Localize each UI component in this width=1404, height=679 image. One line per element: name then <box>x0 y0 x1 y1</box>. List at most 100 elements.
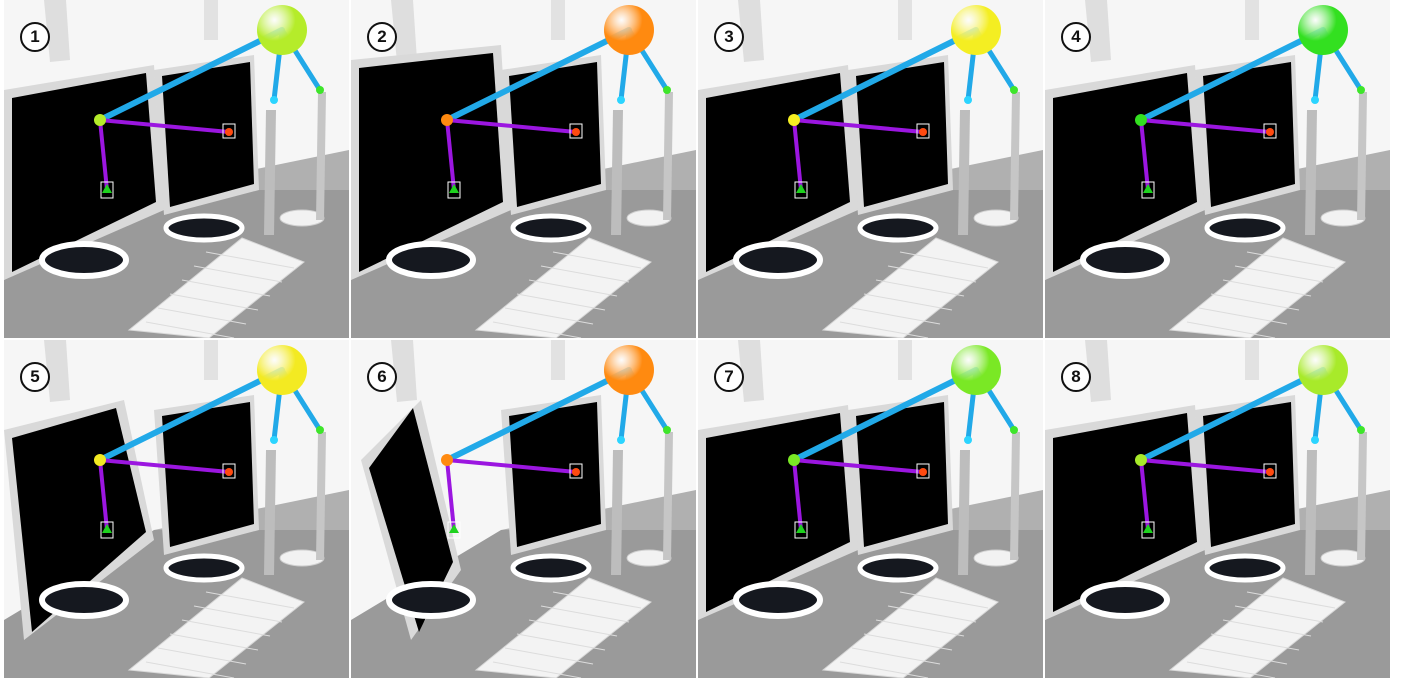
scene-render <box>351 340 696 678</box>
keyboard-key-row <box>1246 591 1336 609</box>
gaze-point <box>1135 114 1147 126</box>
secondary-monitor-screen <box>856 62 948 207</box>
offset-ray <box>1140 118 1271 134</box>
keyboard-key-row <box>875 279 965 297</box>
keyboard-key-row <box>851 647 941 665</box>
offset-ray <box>99 458 230 474</box>
panel-number-badge: 7 <box>714 362 744 392</box>
secondary-monitor-screen <box>1203 62 1295 207</box>
scene-panel-3: 3 <box>698 0 1043 338</box>
keyboard-key-row <box>1246 251 1336 269</box>
tracker-dot <box>964 96 972 104</box>
gaze-point <box>788 454 800 466</box>
tracker-dot <box>270 96 278 104</box>
desk-surface <box>4 530 349 678</box>
head-sphere-body <box>1298 5 1348 55</box>
secondary-monitor-screen <box>856 402 948 547</box>
target-dot <box>796 184 806 193</box>
desk-surface <box>698 530 1043 678</box>
tracker-pole <box>1357 432 1367 560</box>
gaze-point <box>1135 454 1147 466</box>
keyboard-key-row <box>528 279 618 297</box>
keyboard-key-row <box>205 251 295 269</box>
keyboard-key-row <box>552 251 642 269</box>
wall-post <box>551 340 565 380</box>
offset-ray <box>446 458 577 474</box>
gaze-point <box>441 114 453 126</box>
tracker-pole <box>663 432 673 560</box>
offset-ray <box>793 118 924 134</box>
secondary-monitor-stand <box>163 553 245 583</box>
keyboard-key-row <box>1234 265 1324 283</box>
tracker-dot <box>964 436 972 444</box>
primary-monitor-stand <box>733 581 823 619</box>
scene-render <box>4 340 349 678</box>
tracker-dot <box>663 426 671 434</box>
keyboard-key-row <box>504 307 594 325</box>
target-marker <box>447 521 461 539</box>
secondary-monitor-screen <box>162 62 254 207</box>
offset-ray <box>98 459 109 531</box>
head-sphere <box>951 345 1001 395</box>
head-sphere <box>257 345 307 395</box>
secondary-monitor-stand <box>857 213 939 243</box>
target-dot <box>1143 184 1153 193</box>
head-sphere-body <box>951 5 1001 55</box>
desk-surface <box>351 190 696 338</box>
wall-post <box>391 340 417 402</box>
keyboard-key-row <box>181 279 271 297</box>
keyboard-key-row <box>145 661 235 678</box>
keyboard <box>821 577 999 678</box>
keyboard-key-row <box>1210 633 1300 651</box>
tracker-pole <box>1357 92 1367 220</box>
keyboard-key-row <box>887 265 977 283</box>
keyboard-key-row <box>193 265 283 283</box>
keyboard-key-row <box>504 647 594 665</box>
panel-number-badge: 5 <box>20 362 50 392</box>
tracker-pole <box>1305 450 1317 575</box>
gaze-point <box>94 114 106 126</box>
offset-ray <box>445 119 456 191</box>
head-sphere <box>1298 345 1348 395</box>
wall-post <box>44 0 70 62</box>
offset-ray <box>1140 458 1271 474</box>
keyboard-key-row <box>1198 647 1288 665</box>
keyboard-key-row <box>851 307 941 325</box>
primary-monitor-stand <box>1080 581 1170 619</box>
primary-monitor-stand <box>39 581 129 619</box>
wall-post <box>738 0 764 62</box>
head-sphere-body <box>604 5 654 55</box>
tracker-dot <box>1010 426 1018 434</box>
target-dot <box>919 468 927 476</box>
keyboard-key-row <box>205 591 295 609</box>
target-marker <box>916 463 930 479</box>
keyboard-key-row <box>552 591 642 609</box>
keyboard <box>474 577 652 678</box>
offset-ray <box>99 118 230 134</box>
scene-render <box>1045 340 1390 678</box>
desk-surface <box>351 530 696 678</box>
keyboard-key-row <box>516 293 606 311</box>
target-marker <box>447 181 461 199</box>
head-sphere <box>604 345 654 395</box>
panel-number-badge: 8 <box>1061 362 1091 392</box>
wall-post <box>1085 0 1111 62</box>
offset-ray <box>98 119 109 191</box>
target-marker <box>222 463 236 479</box>
gaze-ray <box>1138 27 1326 123</box>
offset-ray <box>445 459 456 531</box>
target-marker <box>569 123 583 139</box>
secondary-monitor-screen <box>1203 402 1295 547</box>
target-marker <box>916 123 930 139</box>
wall-post <box>391 0 417 62</box>
tracker-dot <box>1311 96 1319 104</box>
gaze-ray <box>444 367 632 463</box>
keyboard-key-row <box>528 619 618 637</box>
keyboard-key-row <box>157 307 247 325</box>
keyboard <box>127 237 305 338</box>
keyboard <box>1168 237 1346 338</box>
panel-number-badge: 2 <box>367 22 397 52</box>
primary-monitor-stand <box>386 241 476 279</box>
head-sphere <box>604 5 654 55</box>
